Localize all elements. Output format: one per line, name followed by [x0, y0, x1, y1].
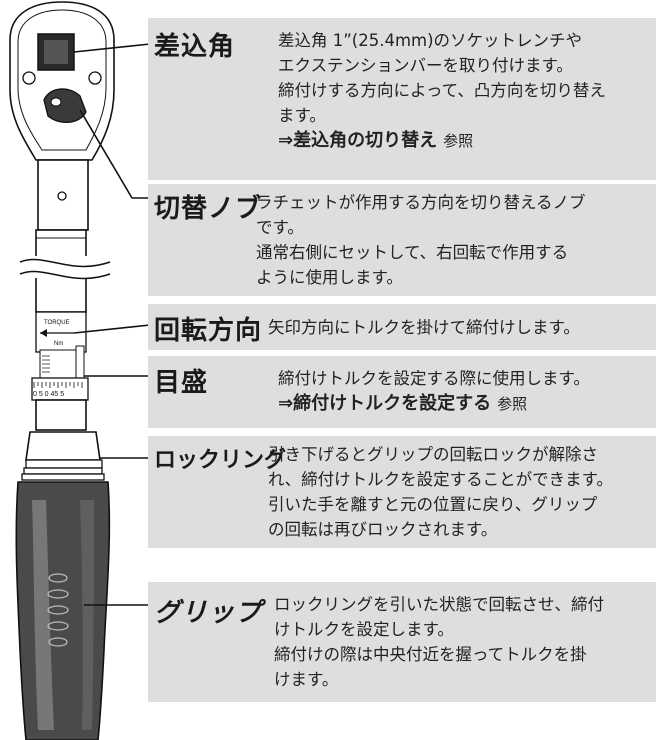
desc-line: エクステンションバーを取り付けます。 [278, 56, 573, 75]
desc-line: けます。 [274, 670, 339, 689]
reference-drive-angle: ⇒差込角の切り替え参照 [278, 128, 606, 154]
desc-line: ます。 [278, 106, 326, 125]
desc-line: 差込角 1”(25.4mm)のソケットレンチや [278, 31, 583, 50]
section-scale: 目盛 締付けトルクを設定する際に使用します。 ⇒締付けトルクを設定する参照 [148, 356, 656, 428]
term-scale: 目盛 [154, 368, 209, 398]
reference-link[interactable]: ⇒締付けトルクを設定する [278, 393, 492, 414]
desc-line: れ、締付けトルクを設定することができます。 [268, 470, 614, 489]
section-rotation-direction: 回転方向 矢印方向にトルクを掛けて締付けします。 [148, 304, 656, 350]
desc-lock-ring: 引き下げるとグリップの回転ロックが解除さ れ、締付けトルクを設定することができま… [268, 442, 613, 542]
scale-section: TORQUE Nm 0 5 0 45 5 [31, 311, 89, 401]
grip [15, 481, 111, 740]
desc-line: ロックリングを引いた状態で回転させ、締付 [274, 595, 604, 614]
desc-line: けトルクを設定します。 [274, 620, 454, 639]
desc-grip: ロックリングを引いた状態で回転させ、締付 けトルクを設定します。 締付けの際は中… [274, 592, 604, 692]
term-lock-ring: ロックリング [154, 448, 287, 473]
desc-line: 締付けの際は中央付近を握ってトルクを掛 [274, 645, 587, 664]
lock-ring [21, 431, 105, 481]
desc-line: 締付けする方向によって、凸方向を切り替え [278, 81, 606, 100]
torque-label: TORQUE [44, 320, 70, 326]
term-drive-angle: 差込角 [154, 32, 236, 62]
term-rotation-direction: 回転方向 [154, 316, 263, 346]
section-grip: グリップ ロックリングを引いた状態で回転させ、締付 けトルクを設定します。 締付… [148, 582, 656, 702]
switch-knob [43, 88, 87, 123]
section-lock-ring: ロックリング 引き下げるとグリップの回転ロックが解除さ れ、締付けトルクを設定す… [148, 436, 656, 548]
desc-line: の回転は再びロックされます。 [268, 520, 498, 539]
section-switch-knob: 切替ノブ ラチェットが作用する方向を切り替えるノブ です。 通常右側にセットして… [148, 184, 656, 296]
scale-numbers: 0 5 0 45 5 [33, 391, 64, 398]
term-grip: グリップ [154, 598, 263, 628]
desc-line: 矢印方向にトルクを掛けて締付けします。 [268, 318, 580, 337]
reference-link[interactable]: ⇒差込角の切り替え [278, 130, 438, 151]
break-mark [19, 256, 111, 280]
desc-line: 締付けトルクを設定する際に使用します。 [278, 369, 590, 388]
square-drive [37, 33, 75, 71]
desc-line: 通常右側にセットして、右回転で作用する [256, 243, 569, 262]
reference-suffix: 参照 [497, 395, 528, 413]
desc-line: ラチェットが作用する方向を切り替えるノブ [256, 193, 586, 212]
desc-line: 引き下げるとグリップの回転ロックが解除さ [268, 445, 598, 464]
desc-line: ように使用します。 [256, 268, 403, 287]
section-drive-angle: 差込角 差込角 1”(25.4mm)のソケットレンチや エクステンションバーを取… [148, 18, 656, 180]
term-switch-knob: 切替ノブ [154, 194, 263, 224]
desc-switch-knob: ラチェットが作用する方向を切り替えるノブ です。 通常右側にセットして、右回転で… [256, 190, 586, 290]
torque-wrench-illustration: TORQUE Nm 0 5 0 45 5 [9, 1, 150, 740]
desc-line: 引いた手を離すと元の位置に戻り、グリップ [268, 495, 598, 514]
desc-line: です。 [256, 218, 304, 237]
desc-drive-angle: 差込角 1”(25.4mm)のソケットレンチや エクステンションバーを取り付けま… [278, 28, 606, 154]
reference-scale: ⇒締付けトルクを設定する参照 [278, 391, 590, 417]
unit-label: Nm [54, 341, 63, 347]
desc-scale: 締付けトルクを設定する際に使用します。 ⇒締付けトルクを設定する参照 [278, 366, 590, 417]
reference-suffix: 参照 [443, 132, 474, 150]
desc-rotation-direction: 矢印方向にトルクを掛けて締付けします。 [268, 315, 580, 340]
ratchet-head [9, 1, 115, 161]
